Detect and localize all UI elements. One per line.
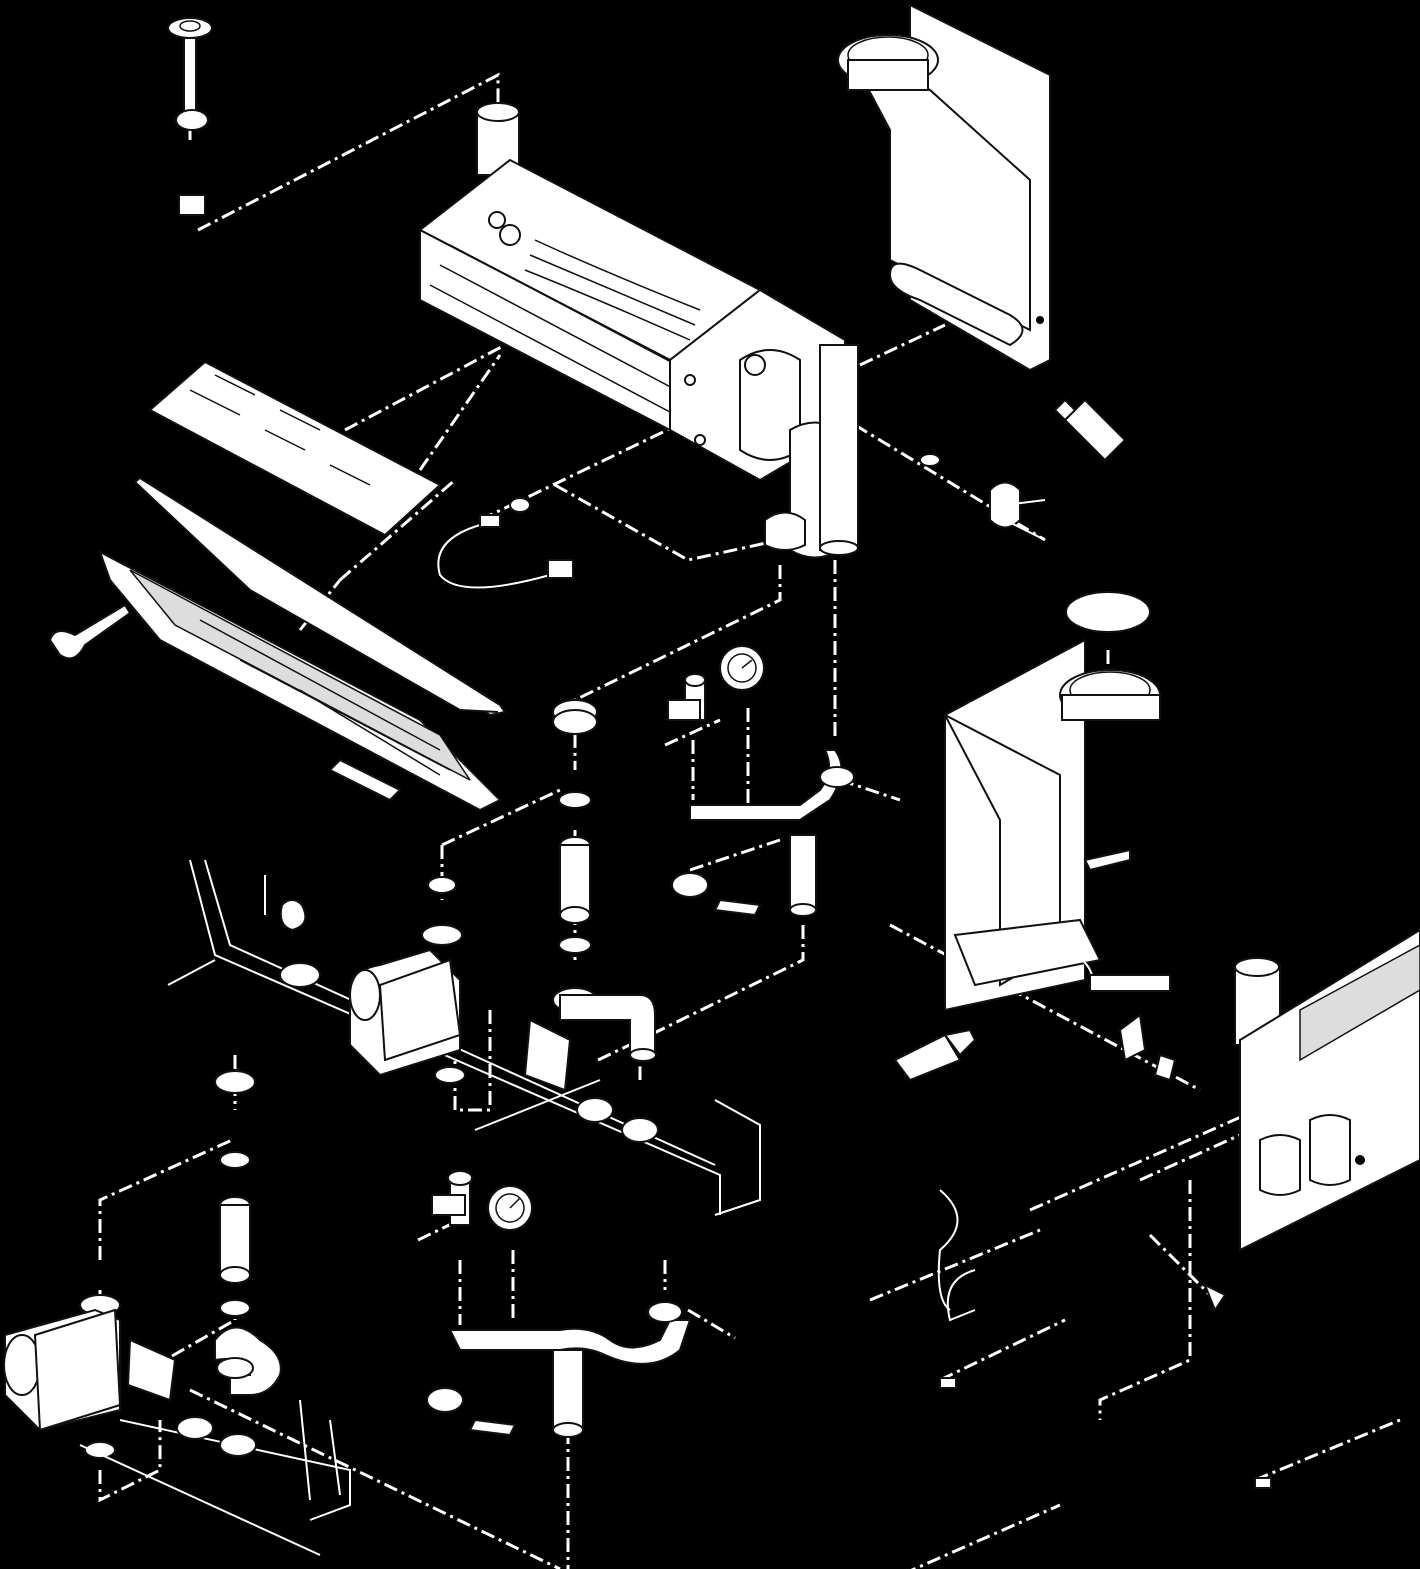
- electrode-set: [1019, 939, 1177, 1082]
- circulating-pump-lower: [3, 1294, 177, 1459]
- lower-boiler-frame: [79, 1399, 351, 1556]
- temperature-sensor: [437, 497, 574, 589]
- pressure-gauge-upper: [719, 645, 765, 691]
- heat-exchanger: [418, 102, 859, 559]
- burner: [48, 549, 502, 812]
- sealant-tube-top: [1053, 398, 1127, 462]
- upper-manifold: [671, 749, 855, 917]
- thermostat-wire: [937, 1189, 1272, 1489]
- lower-flow-pipe-assembly: [214, 1070, 282, 1396]
- insulation-frame: [133, 476, 507, 717]
- secondary-flue-hood: [942, 638, 1161, 1012]
- upper-boiler-frame: [167, 859, 761, 1216]
- sealant-tube-right: [893, 1028, 977, 1082]
- pressure-relief-valve-lower: [431, 1170, 473, 1226]
- pressure-relief-valve-upper: [667, 673, 706, 721]
- air-vent-cap: [167, 17, 213, 216]
- heat-exchanger-right: [1234, 928, 1420, 1252]
- flue-hood: [837, 3, 1051, 372]
- circulating-pump-upper: [349, 924, 466, 1084]
- lower-manifold: [426, 1301, 692, 1438]
- pressure-gauge-lower: [487, 1185, 533, 1231]
- upper-flow-pipe-assembly: [427, 699, 657, 1062]
- combustion-chamber-insulation: [148, 360, 442, 537]
- flue-seal-disc: [1065, 591, 1151, 633]
- flue-fixing-screws: [919, 453, 1046, 541]
